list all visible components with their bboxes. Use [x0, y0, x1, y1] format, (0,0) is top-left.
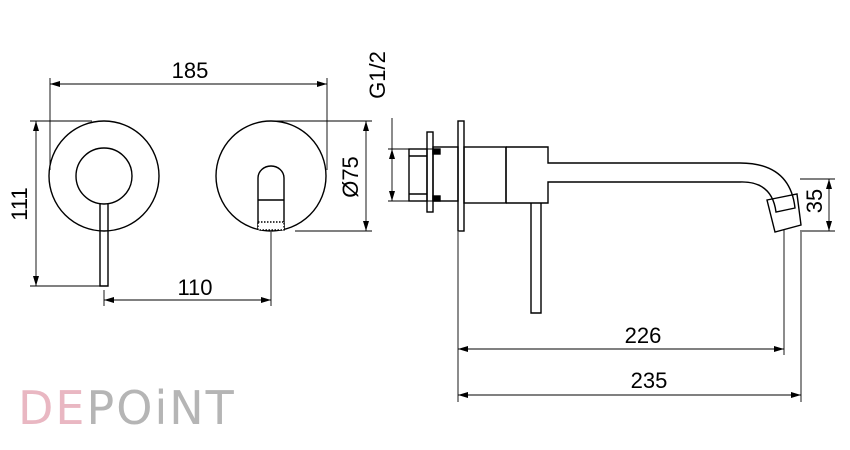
mixer-handle-base [75, 147, 133, 205]
mixer-plate [48, 120, 160, 232]
spout-front [257, 165, 285, 230]
depoint-logo: DEPOiNT [18, 381, 236, 435]
dim-35: 35 [802, 189, 827, 213]
dim-diameter-75: Ø75 [338, 156, 363, 198]
bolt-top [432, 148, 441, 155]
spout-sleeve [463, 146, 507, 204]
aerator [257, 221, 285, 231]
dim-226: 226 [625, 323, 662, 348]
spout-tip [766, 193, 802, 233]
bolt-bottom [432, 195, 441, 202]
body-block [432, 146, 459, 202]
logo-part-point: POiNT [87, 381, 236, 435]
svg-text:DEPOiNT: DEPOiNT [18, 381, 236, 435]
dim-110: 110 [177, 275, 212, 300]
dim-thread-g12: G1/2 [365, 51, 390, 99]
front-view [30, 78, 372, 306]
spout-arm [506, 146, 796, 213]
spout-plate [215, 120, 327, 232]
mixer-lever [99, 204, 109, 287]
dim-185: 185 [172, 58, 209, 83]
logo-part-de: DE [18, 381, 87, 435]
rear-plate [426, 131, 434, 213]
front-plate [457, 120, 465, 232]
side-view [388, 118, 835, 402]
side-lever [530, 203, 542, 314]
inlet-thread [408, 148, 428, 202]
dim-235: 235 [631, 368, 668, 393]
dim-111: 111 [7, 187, 32, 220]
